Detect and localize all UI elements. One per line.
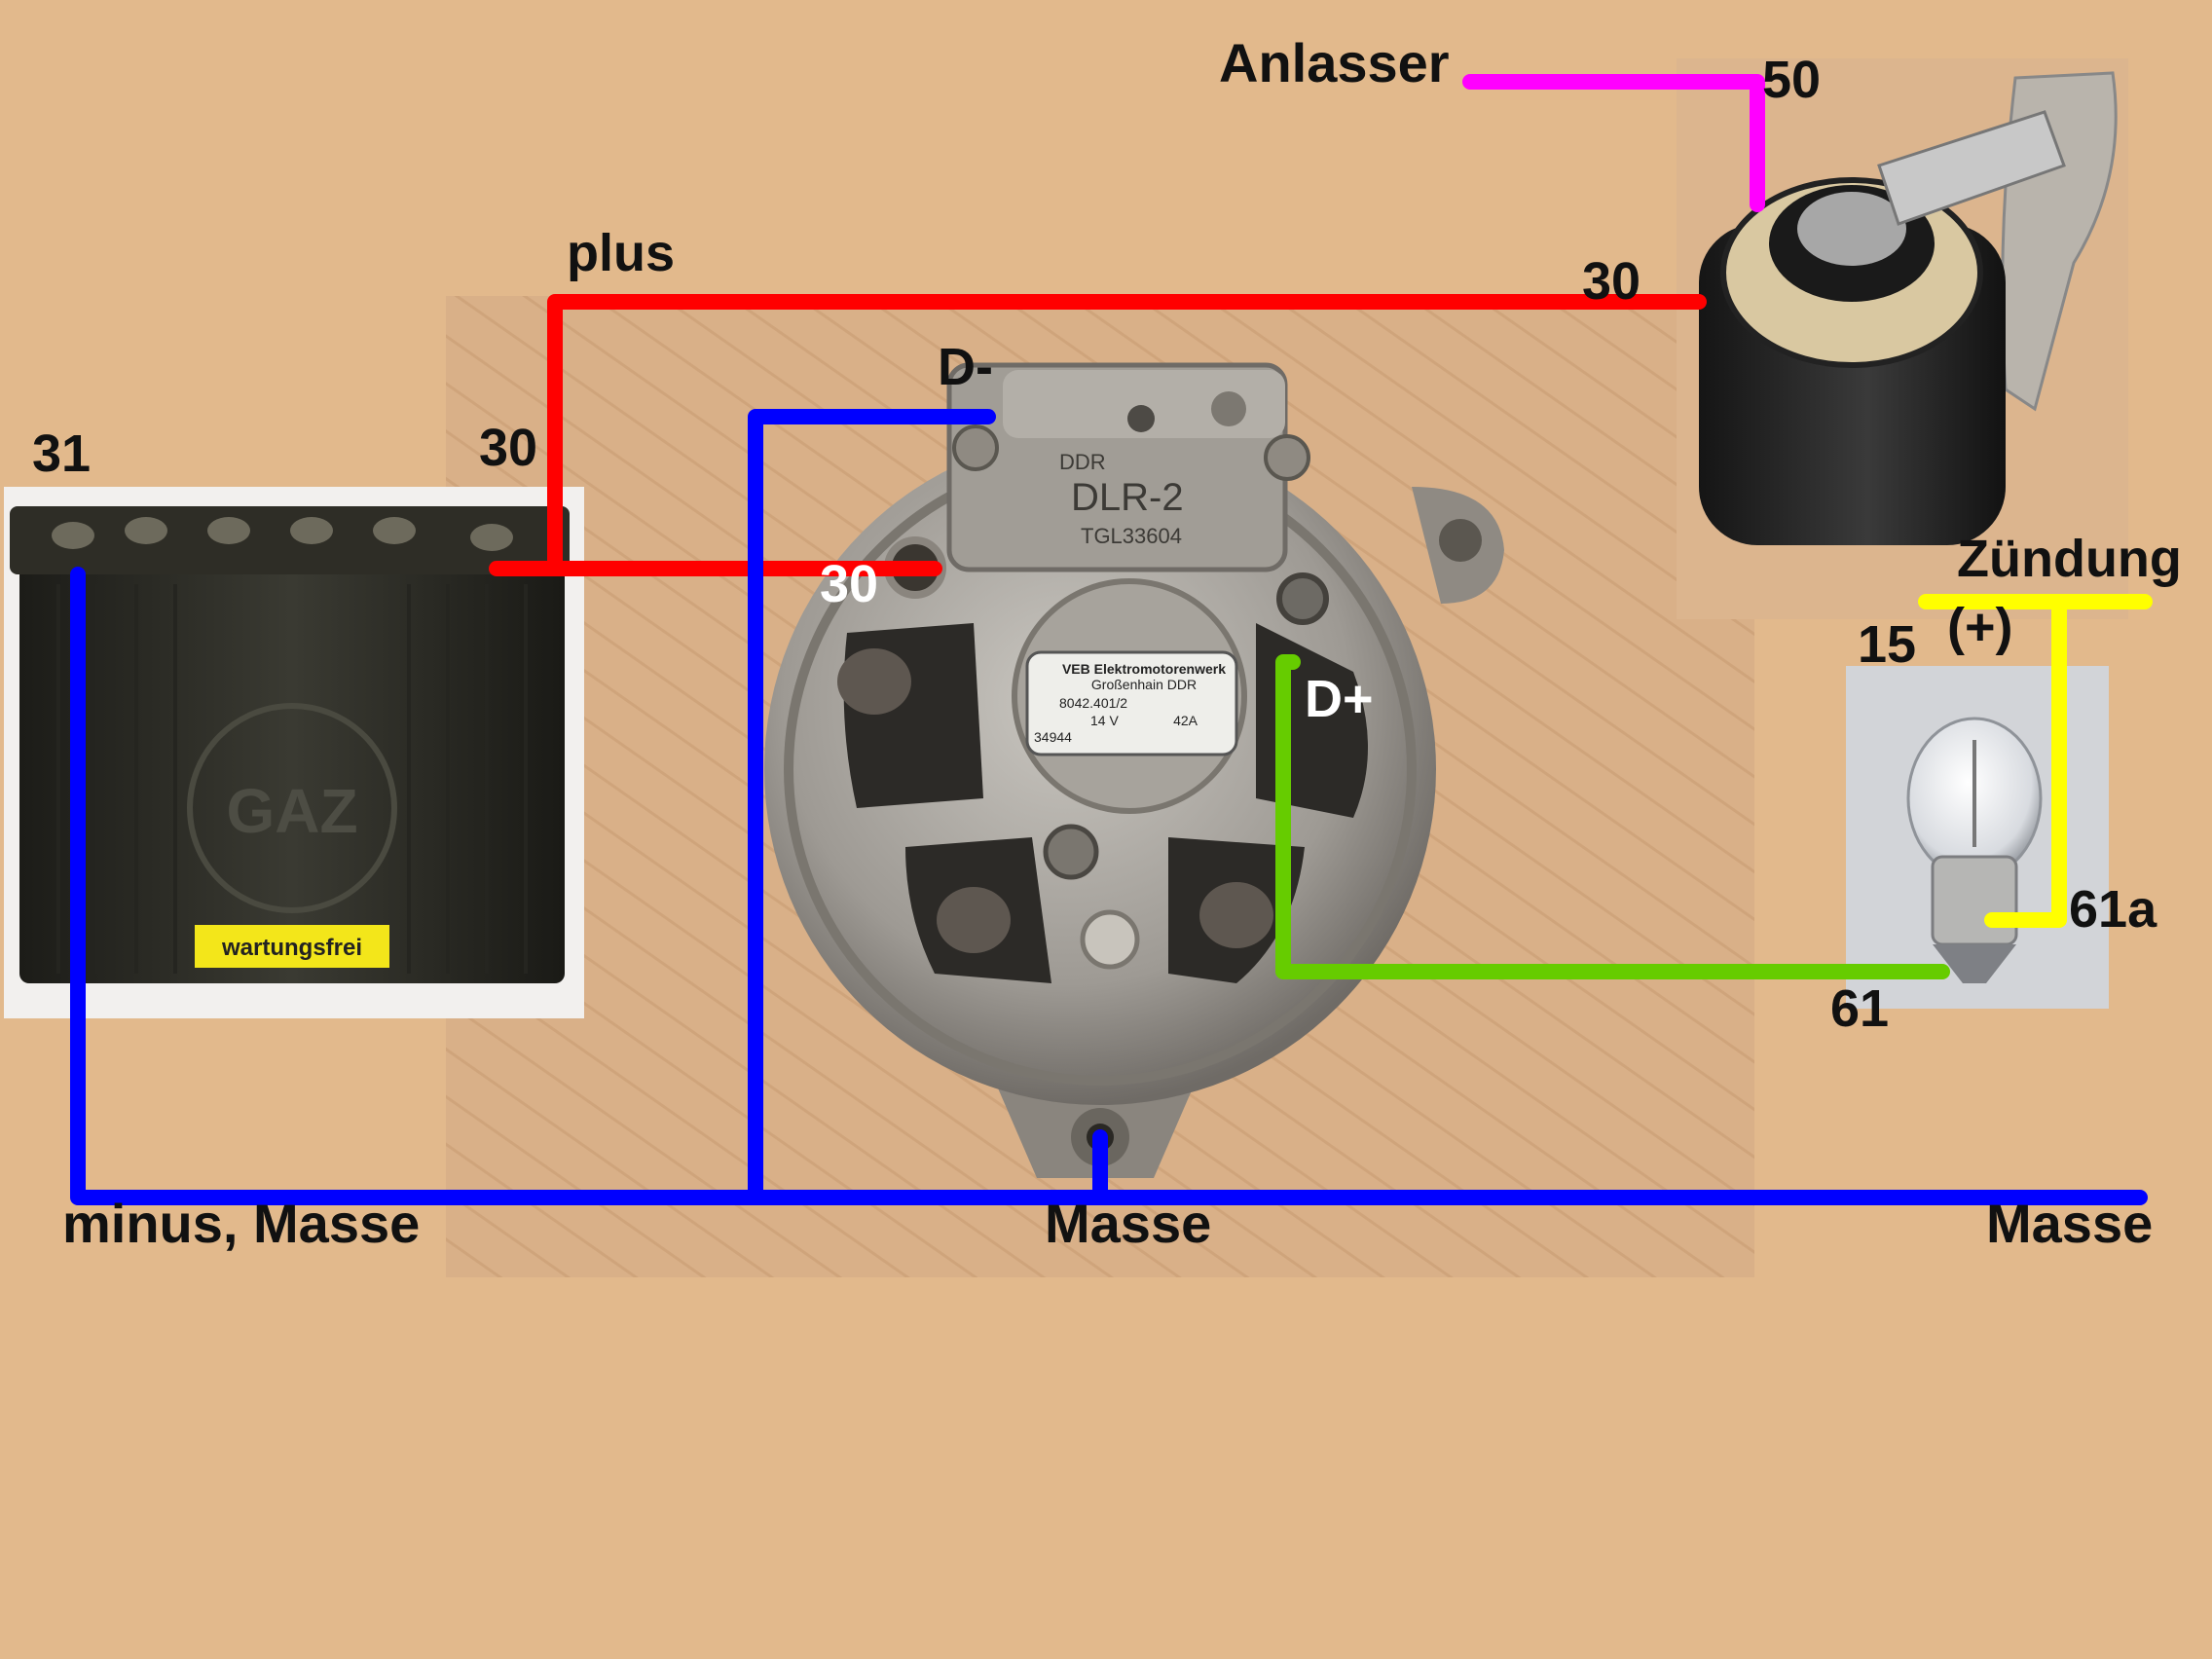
label-lamp-terminal-61: 61 bbox=[1830, 979, 1889, 1038]
svg-text:42A: 42A bbox=[1173, 713, 1198, 728]
label-switch-terminal-50: 50 bbox=[1762, 51, 1821, 109]
label-battery-minus-terminal: 31 bbox=[32, 424, 91, 483]
label-alternator-d-plus: D+ bbox=[1305, 670, 1374, 728]
label-lamp-terminal-61a: 61a bbox=[2069, 880, 2157, 939]
label-ignition-sign: (+) bbox=[1947, 598, 2013, 656]
regulator-standard-text: TGL33604 bbox=[1081, 524, 1182, 548]
svg-text:34944: 34944 bbox=[1034, 729, 1072, 745]
wire-charge-lamp bbox=[1275, 654, 1950, 979]
svg-text:Großenhain DDR: Großenhain DDR bbox=[1091, 677, 1197, 692]
wires bbox=[70, 74, 2153, 1205]
voltage-regulator: DDR DLR-2 TGL33604 bbox=[946, 362, 1310, 572]
battery-logo bbox=[187, 703, 397, 913]
wire-ignition-to-lamp bbox=[1984, 594, 2067, 928]
alternator-rating-plate: VEB Elektromotorenwerk Großenhain DDR 80… bbox=[1025, 650, 1238, 756]
wire-plus bbox=[489, 294, 1707, 576]
svg-text:14 V: 14 V bbox=[1090, 713, 1119, 728]
label-ground-alternator: Masse bbox=[1045, 1193, 1211, 1254]
wire-ground-alternator-d-minus bbox=[748, 409, 996, 1205]
wire-ground-main bbox=[70, 567, 2148, 1205]
battery-sticker bbox=[195, 925, 389, 968]
svg-text:VEB Elektromotorenwerk: VEB Elektromotorenwerk bbox=[1062, 661, 1226, 677]
wire-starter bbox=[1462, 74, 1765, 212]
ignition-switch-photo bbox=[1677, 58, 2128, 619]
label-ignition: Zündung bbox=[1957, 530, 2182, 588]
alternator-photo: VEB Elektromotorenwerk Großenhain DDR 80… bbox=[764, 362, 1504, 1178]
label-battery-plus-terminal: 30 bbox=[479, 419, 537, 477]
battery-sticker-text: wartungsfrei bbox=[221, 935, 362, 961]
label-alternator-b-plus: 30 bbox=[820, 555, 878, 613]
label-ground-battery: minus, Masse bbox=[62, 1193, 420, 1254]
regulator-model-text: DLR-2 bbox=[1071, 476, 1184, 519]
alternator-d-plus-terminal bbox=[1276, 572, 1329, 625]
label-switch-terminal-15: 15 bbox=[1858, 615, 1916, 674]
battery-logo-text: GAZ bbox=[226, 776, 357, 846]
svg-text:8042.401/2: 8042.401/2 bbox=[1059, 695, 1127, 711]
label-ground-right: Masse bbox=[1986, 1193, 2153, 1254]
battery-photo: GAZ wartungsfrei bbox=[4, 487, 584, 1018]
label-starter: Anlasser bbox=[1219, 32, 1450, 93]
regulator-maker-text: DDR bbox=[1059, 450, 1106, 474]
label-alternator-d-minus: D- bbox=[938, 338, 993, 396]
lamp-photo bbox=[1846, 666, 2109, 1009]
label-switch-terminal-30: 30 bbox=[1582, 252, 1641, 311]
label-plus: plus bbox=[567, 224, 675, 282]
